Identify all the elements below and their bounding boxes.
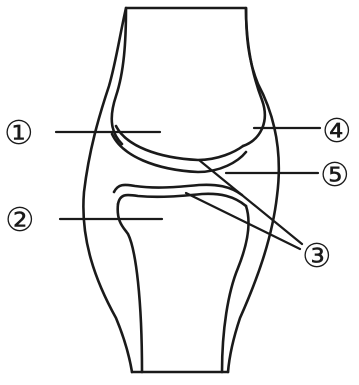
joint-capsule-left-edge [83,8,132,372]
marker-2: ② [5,200,35,239]
upper-articular-surface [112,134,246,172]
marker-3: ③ [302,236,332,275]
lower-bone-left-edge [118,204,142,372]
lower-bone-right-edge [222,206,248,372]
lower-articular-cartilage [114,185,242,195]
marker-5: ⑤ [320,155,350,194]
marker-4: ④ [322,111,352,150]
marker-1: ① [4,113,34,152]
lower-articular-surface [118,194,246,206]
upper-bone-outline [112,8,265,146]
leader-line-3b [186,193,300,249]
